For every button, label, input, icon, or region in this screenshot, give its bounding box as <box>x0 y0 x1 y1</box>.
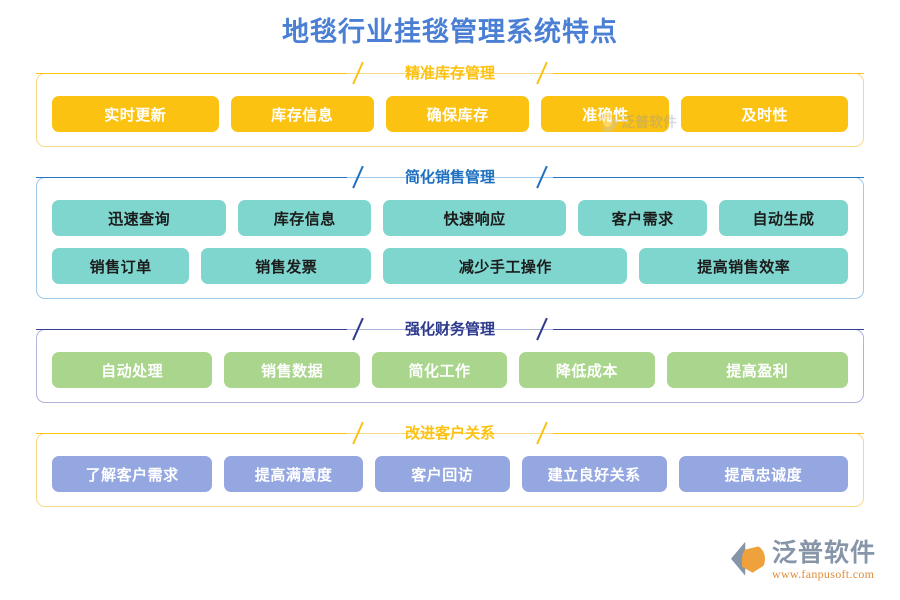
brand-name: 泛普软件 <box>771 538 876 567</box>
header-slash-left-icon <box>347 167 369 187</box>
header-slash-right-icon <box>531 63 553 83</box>
header-rule-left <box>36 432 347 434</box>
feature-pill[interactable]: 减少手工操作 <box>383 248 628 285</box>
feature-pill[interactable]: 自动处理 <box>52 352 213 389</box>
section-simplified-sales-management: 简化销售管理迅速查询库存信息快速响应客户需求自动生成销售订单销售发票减少手工操作… <box>36 166 865 300</box>
section-title: 简化销售管理 <box>405 168 496 186</box>
header-rule-right <box>553 328 865 330</box>
section-improved-customer-relations: 改进客户关系了解客户需求提高满意度客户回访建立良好关系提高忠诚度 <box>36 422 865 508</box>
header-slash-left-icon <box>347 63 369 83</box>
pill-row: 自动处理销售数据简化工作降低成本提高盈利 <box>52 352 848 389</box>
section-title: 改进客户关系 <box>405 424 496 442</box>
feature-pill[interactable]: 建立良好关系 <box>521 456 667 493</box>
section-title: 精准库存管理 <box>405 64 496 82</box>
header-slash-right-icon <box>531 423 553 443</box>
section-header: 改进客户关系 <box>36 422 865 444</box>
feature-pill[interactable]: 简化工作 <box>371 352 508 389</box>
header-rule-right <box>553 72 865 74</box>
feature-pill[interactable]: 客户需求 <box>578 200 708 237</box>
brand-url: www.fanpusoft.com <box>771 567 875 581</box>
feature-pill[interactable]: 库存信息 <box>230 96 374 133</box>
feature-pill[interactable]: 及时性 <box>681 96 848 133</box>
feature-pill[interactable]: 提高盈利 <box>666 352 848 389</box>
header-slash-left-icon <box>347 319 369 339</box>
feature-pill[interactable]: 了解客户需求 <box>52 456 213 493</box>
brand-text-block: 泛普软件 www.fanpusoft.com <box>771 538 876 582</box>
section-header: 强化财务管理 <box>36 318 865 340</box>
header-rule-left <box>36 176 347 178</box>
feature-pill[interactable]: 降低成本 <box>519 352 655 389</box>
header-slash-left-icon <box>347 423 369 443</box>
feature-pill[interactable]: 销售数据 <box>224 352 360 389</box>
header-slash-right-icon <box>531 319 553 339</box>
section-header: 简化销售管理 <box>36 166 865 188</box>
feature-pill[interactable]: 准确性 <box>541 96 670 133</box>
section-header: 精准库存管理 <box>36 62 865 84</box>
section-title: 强化财务管理 <box>405 320 496 338</box>
brand-logo: 泛普软件 www.fanpusoft.com <box>730 538 876 582</box>
feature-pill[interactable]: 实时更新 <box>52 96 219 133</box>
section-card: 自动处理销售数据简化工作降低成本提高盈利 <box>36 329 864 404</box>
section-card: 迅速查询库存信息快速响应客户需求自动生成销售订单销售发票减少手工操作提高销售效率 <box>36 177 864 300</box>
feature-pill[interactable]: 销售订单 <box>52 248 190 285</box>
feature-pill[interactable]: 销售发票 <box>201 248 372 285</box>
header-rule-left <box>36 72 347 74</box>
feature-pill[interactable]: 客户回访 <box>374 456 510 493</box>
feature-pill[interactable]: 自动生成 <box>719 200 848 237</box>
header-rule-right <box>553 432 865 434</box>
pill-row: 销售订单销售发票减少手工操作提高销售效率 <box>52 248 848 285</box>
section-card: 实时更新库存信息确保库存准确性及时性 <box>36 73 864 148</box>
section-strengthened-financial-management: 强化财务管理自动处理销售数据简化工作降低成本提高盈利 <box>36 318 865 404</box>
section-card: 了解客户需求提高满意度客户回访建立良好关系提高忠诚度 <box>36 433 864 508</box>
feature-pill[interactable]: 库存信息 <box>238 200 372 237</box>
fanpu-logo-icon <box>730 541 765 576</box>
header-rule-right <box>553 176 865 178</box>
section-accurate-inventory-management: 精准库存管理实时更新库存信息确保库存准确性及时性 <box>36 62 865 148</box>
feature-pill[interactable]: 提高忠诚度 <box>678 456 848 493</box>
page-title: 地毯行业挂毯管理系统特点 <box>282 17 618 47</box>
sections-container: 精准库存管理实时更新库存信息确保库存准确性及时性简化销售管理迅速查询库存信息快速… <box>0 62 900 508</box>
pill-row: 了解客户需求提高满意度客户回访建立良好关系提高忠诚度 <box>52 456 848 493</box>
feature-pill[interactable]: 提高满意度 <box>224 456 363 493</box>
feature-pill[interactable]: 提高销售效率 <box>639 248 848 285</box>
feature-pill[interactable]: 快速响应 <box>383 200 567 237</box>
feature-pill[interactable]: 确保库存 <box>385 96 530 133</box>
header-slash-right-icon <box>531 167 553 187</box>
logo-swirl-shape <box>741 544 765 573</box>
pill-row: 迅速查询库存信息快速响应客户需求自动生成 <box>52 200 848 237</box>
pill-row: 实时更新库存信息确保库存准确性及时性 <box>52 96 848 133</box>
header-rule-left <box>36 328 347 330</box>
feature-pill[interactable]: 迅速查询 <box>52 200 227 237</box>
